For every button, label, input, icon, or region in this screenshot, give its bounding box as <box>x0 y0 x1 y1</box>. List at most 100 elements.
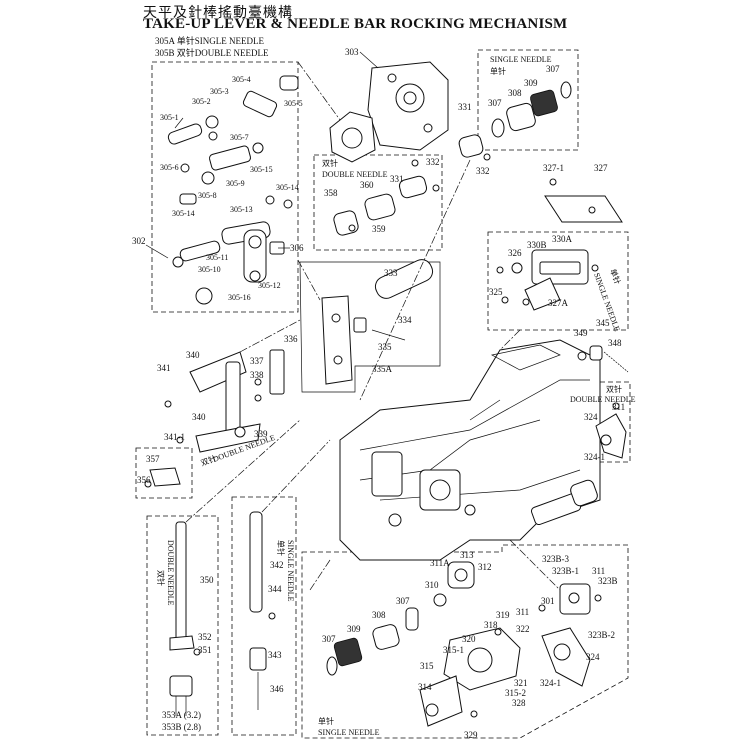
part-label: 353B (2.8) <box>162 722 201 732</box>
group-box-305 <box>151 61 299 313</box>
part-label: 340 <box>186 350 200 360</box>
part-label: 323B <box>598 576 618 586</box>
caption-single-top-cn: 单针 <box>490 66 506 76</box>
part-label: 324 <box>584 412 598 422</box>
part-label: 338 <box>250 370 264 380</box>
part-label: 305-4 <box>232 75 251 84</box>
part-label: 305-15 <box>250 165 273 174</box>
part-label: 324-1 <box>584 452 605 462</box>
group-box-335 <box>299 261 441 393</box>
machine-arm-body <box>339 339 601 561</box>
part-label: 351 <box>198 645 212 655</box>
part-label: 350 <box>200 575 214 585</box>
part-label: 339 <box>254 429 268 439</box>
part-label: 305-3 <box>210 87 229 96</box>
part-label: 324-1 <box>540 678 561 688</box>
part-label: 322 <box>516 624 530 634</box>
part-label: 324 <box>586 652 600 662</box>
group-box-double-needle-left <box>135 447 193 499</box>
part-label: 349 <box>574 328 588 338</box>
part-label: 359 <box>372 224 386 234</box>
part-label: 305-14 <box>276 183 299 192</box>
caption-right-single-cn: 单针 <box>608 267 623 285</box>
part-label: 327-1 <box>543 163 564 173</box>
group-box-double-needle-col <box>146 515 219 736</box>
part-label: 334 <box>398 315 412 325</box>
part-label: 305-12 <box>258 281 281 290</box>
part-label: 302 <box>132 236 146 246</box>
needle-bar-guide <box>321 259 434 385</box>
part-label: 314 <box>418 682 432 692</box>
title-english: TAKE-UP LEVER & NEEDLE BAR ROCKING MECHA… <box>143 16 568 32</box>
take-up-lever-assembly <box>167 75 299 305</box>
part-label: 305-11 <box>206 253 228 262</box>
bearing-set-double <box>333 159 440 236</box>
title-chinese: 天平及針棒搖動臺機構 <box>143 5 293 21</box>
caption-col-single-cn: 单针 <box>276 540 286 556</box>
group-box-330 <box>487 231 629 331</box>
part-label: 330A <box>552 234 573 244</box>
part-label: 311 <box>612 402 625 412</box>
part-label: 340 <box>192 412 206 422</box>
part-label: 326 <box>508 248 522 258</box>
part-label: 341 <box>157 363 171 373</box>
part-label: 332 <box>426 157 440 167</box>
part-label: 342 <box>270 560 284 570</box>
caption-double-mid-en: DOUBLE NEEDLE <box>322 170 388 179</box>
caption-right-double-cn: 双针 <box>606 384 622 394</box>
part-label: 305-1 <box>160 113 179 122</box>
caption-col-double-en: DOUBLE NEEDLE <box>166 540 175 606</box>
part-label: 307 <box>322 634 336 644</box>
upper-arm-casting <box>367 61 449 151</box>
part-label: 305-6 <box>160 163 179 172</box>
part-label: 311A <box>430 558 450 568</box>
solenoid-330a <box>496 249 599 311</box>
part-label: 308 <box>372 610 386 620</box>
part-label: 335 <box>378 342 392 352</box>
part-label: 323B-2 <box>588 630 615 640</box>
crank-disc <box>329 111 376 163</box>
part-label: 327A <box>548 298 569 308</box>
part-label: 328 <box>512 698 526 708</box>
part-label: 309 <box>524 78 538 88</box>
gear-shaft <box>530 479 598 526</box>
caption-bottom-single-cn: 单针 <box>318 716 334 726</box>
part-label: 312 <box>478 562 492 572</box>
part-label: 353A (3.2) <box>162 710 201 720</box>
part-label: 331 <box>390 174 404 184</box>
part-label: 346 <box>270 684 284 694</box>
part-label: 330B <box>527 240 547 250</box>
part-label: 305-16 <box>228 293 251 302</box>
part-label: 311 <box>592 566 605 576</box>
part-label: 307 <box>546 64 560 74</box>
group-box-single-needle-top <box>477 49 579 151</box>
part-label: 305-5 <box>284 99 303 108</box>
needle-bar-single <box>249 511 276 710</box>
group-box-double-needle-right <box>567 381 631 463</box>
bracket-337 <box>254 349 285 402</box>
part-label: 321 <box>514 678 528 688</box>
bearing-set-top <box>491 81 572 138</box>
presser-piece-357 <box>144 467 181 488</box>
needle-bar-double <box>169 521 201 716</box>
spring-set <box>577 345 629 373</box>
part-label: 303 <box>345 47 359 57</box>
caption-305a: 305A 单针SINGLE NEEDLE <box>155 35 264 46</box>
part-label: 345 <box>596 318 610 328</box>
part-label: 306 <box>290 243 304 253</box>
part-label: 329 <box>464 730 478 740</box>
part-label: 343 <box>268 650 282 660</box>
part-label: 327 <box>594 163 608 173</box>
part-label: 323B-3 <box>542 554 570 564</box>
part-label: 337 <box>250 356 264 366</box>
bushing-331 <box>458 134 491 161</box>
part-label: 360 <box>360 180 374 190</box>
part-label: 305-13 <box>230 205 253 214</box>
part-label: 356 <box>137 475 151 485</box>
caption-col-single-en: SINGLE NEEDLE <box>286 540 295 602</box>
part-label: 318 <box>484 620 498 630</box>
part-label: 305-10 <box>198 265 221 274</box>
part-label: 315 <box>420 661 434 671</box>
part-label: 331 <box>458 102 472 112</box>
